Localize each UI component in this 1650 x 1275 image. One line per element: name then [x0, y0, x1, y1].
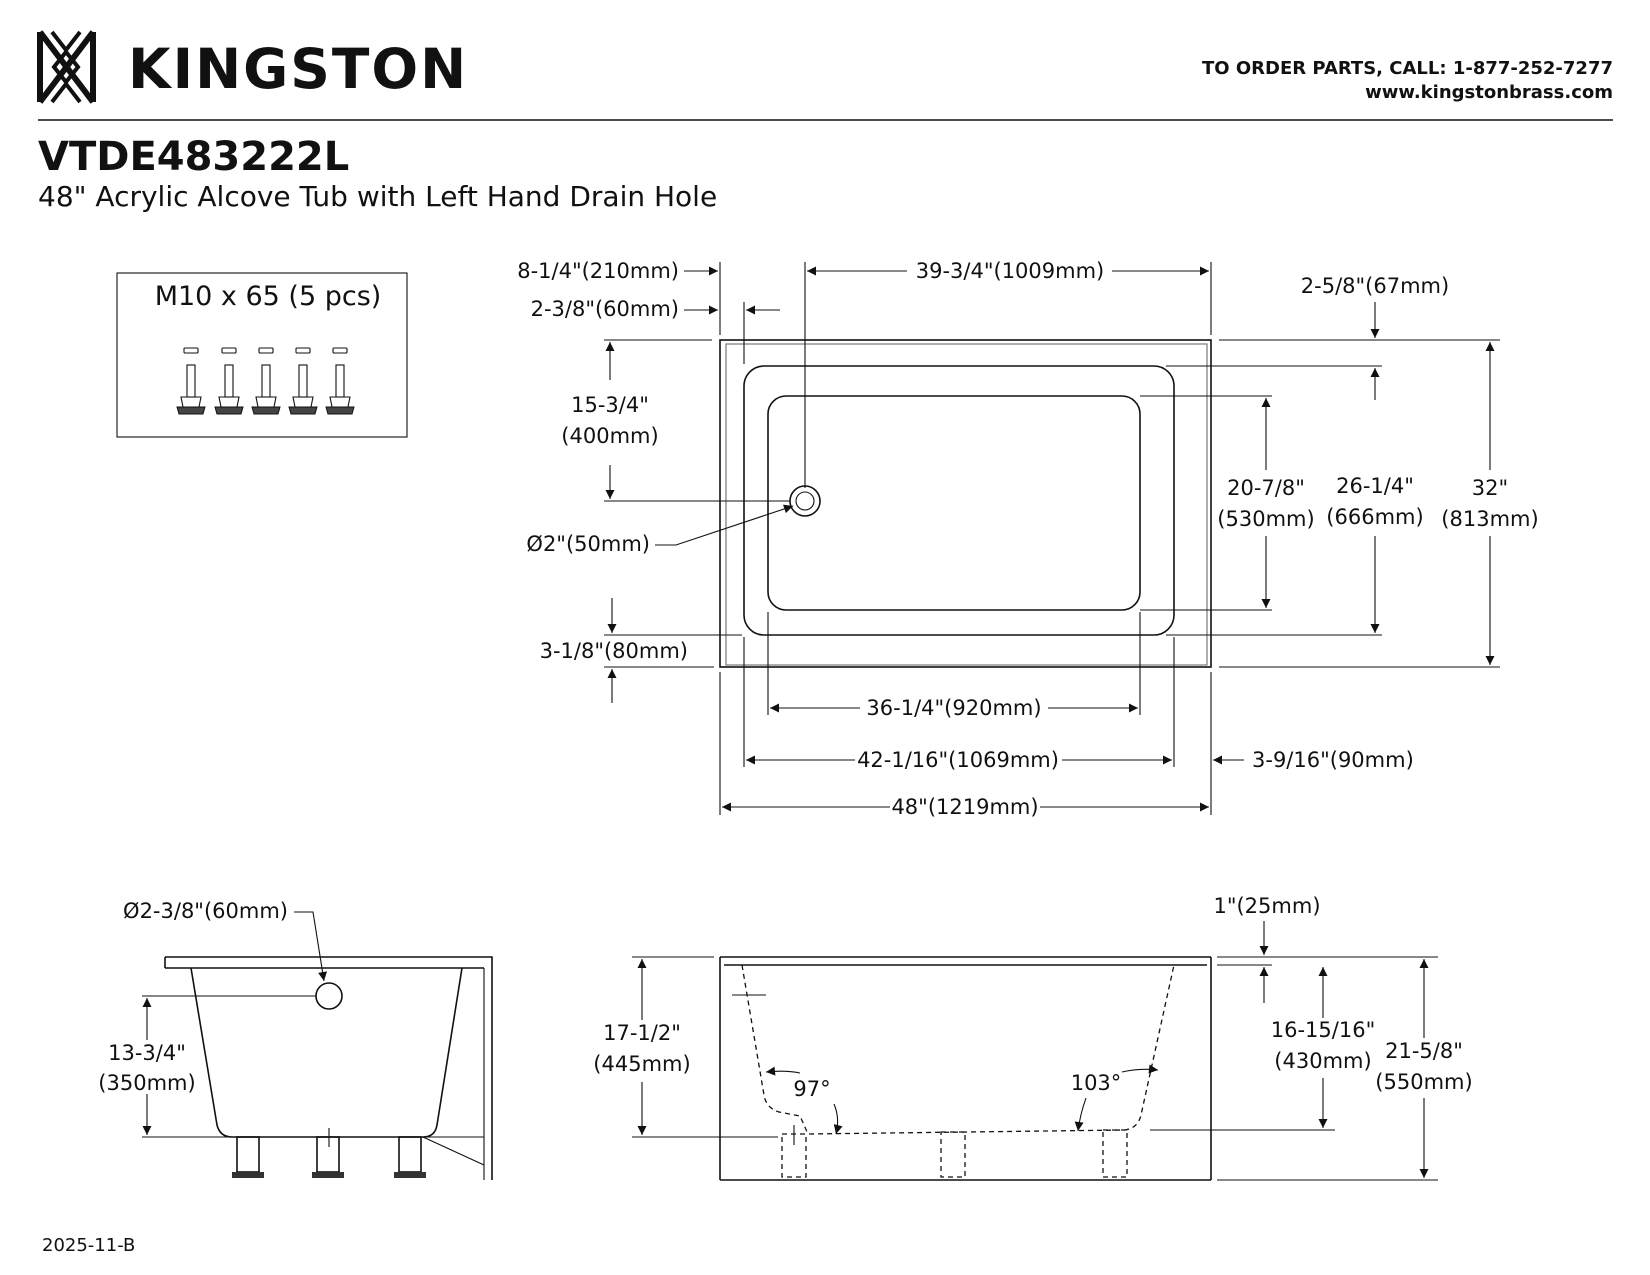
- dim-mid-depth-b: (666mm): [1326, 505, 1423, 529]
- product-description: 48" Acrylic Alcove Tub with Left Hand Dr…: [38, 180, 717, 213]
- dim-overflow-height-a: 13-3/4": [108, 1041, 186, 1065]
- dim-drain-to-rim: 39-3/4"(1009mm): [916, 259, 1105, 283]
- dim-front-rim: 3-1/8"(80mm): [540, 639, 688, 663]
- dim-rim-thickness: 1"(25mm): [1213, 894, 1320, 918]
- dim-total-depth-b: (813mm): [1441, 507, 1538, 531]
- dim-drain-from-top-b: (400mm): [561, 424, 658, 448]
- front-view-drawing: 1"(25mm) 17-1/2" (445mm) 97° 103° 16-15/…: [593, 894, 1473, 1181]
- leveling-bolt-icon: [214, 347, 244, 415]
- dim-left-rim: 2-3/8"(60mm): [531, 297, 679, 321]
- dim-drain-diameter: Ø2"(50mm): [526, 532, 650, 556]
- hardware-box: M10 x 65 (5 pcs): [116, 272, 408, 438]
- dim-total-height-a: 21-5/8": [1385, 1039, 1463, 1063]
- side-view-drawing: Ø2-3/8"(60mm) 13-3/4" (350mm): [98, 899, 493, 1180]
- brand-name: KINGSTON: [128, 37, 468, 101]
- drain-hole: [789, 485, 821, 517]
- dim-total-height-b: (550mm): [1375, 1070, 1472, 1094]
- order-parts-phone: TO ORDER PARTS, CALL: 1-877-252-7277: [1202, 58, 1613, 79]
- revision-code: 2025-11-B: [42, 1235, 135, 1256]
- dim-inner-depth-b: (530mm): [1217, 507, 1314, 531]
- hardware-label: M10 x 65 (5 pcs): [155, 281, 382, 312]
- dim-mid-depth-a: 26-1/4": [1336, 474, 1414, 498]
- dim-apron-height-b: (445mm): [593, 1052, 690, 1076]
- kingston-monogram-icon: [37, 30, 96, 104]
- dim-left-angle: 97°: [793, 1077, 830, 1101]
- dim-overflow-height-b: (350mm): [98, 1071, 195, 1095]
- dim-front-inner-depth-a: 16-15/16": [1271, 1018, 1375, 1042]
- leveling-bolt-icon: [251, 347, 281, 415]
- dim-total-length: 48"(1219mm): [891, 795, 1038, 819]
- dim-inner-depth-a: 20-7/8": [1227, 476, 1305, 500]
- dim-right-angle: 103°: [1071, 1071, 1122, 1095]
- dim-overflow-diameter: Ø2-3/8"(60mm): [123, 899, 288, 923]
- dim-apron-height-a: 17-1/2": [603, 1021, 681, 1045]
- dim-front-inner-depth-b: (430mm): [1274, 1049, 1371, 1073]
- dim-mid-length: 42-1/16"(1069mm): [857, 748, 1059, 772]
- dim-drain-from-top-a: 15-3/4": [571, 393, 649, 417]
- dim-apron-offset: 8-1/4"(210mm): [517, 259, 679, 283]
- website-link[interactable]: www.kingstonbrass.com: [1365, 82, 1613, 103]
- overflow-hole: [315, 982, 343, 1010]
- top-view-drawing: 8-1/4"(210mm) 39-3/4"(1009mm) 2-3/8"(60m…: [517, 259, 1538, 819]
- leveling-bolt-icon: [176, 347, 206, 415]
- leveling-bolt-icon: [325, 347, 355, 415]
- dim-inner-length: 36-1/4"(920mm): [866, 696, 1041, 720]
- leveling-bolt-icon: [288, 347, 318, 415]
- dim-right-rim: 3-9/16"(90mm): [1252, 748, 1414, 772]
- model-number: VTDE483222L: [38, 134, 349, 180]
- dim-total-depth-a: 32": [1472, 476, 1508, 500]
- dim-back-rim: 2-5/8"(67mm): [1301, 274, 1449, 298]
